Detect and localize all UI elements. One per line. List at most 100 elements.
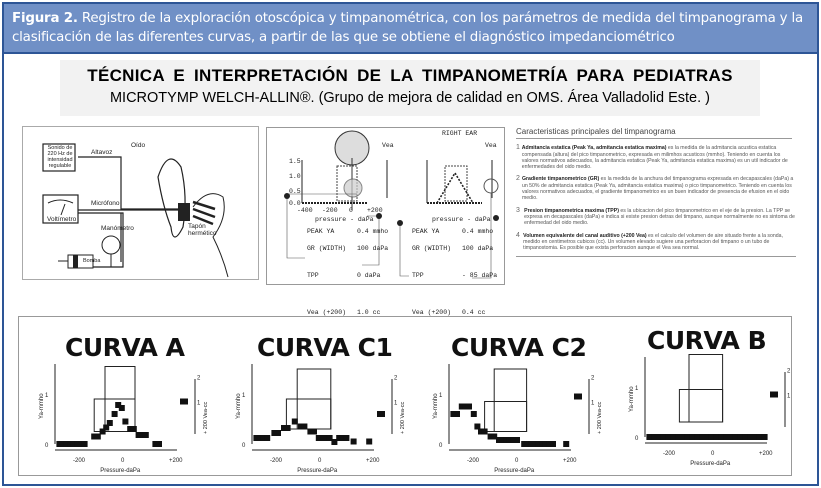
ytick-1: 1 — [45, 393, 49, 399]
data-point — [675, 434, 682, 440]
data-point — [127, 426, 134, 432]
marker-circles — [284, 193, 499, 226]
vea-tick-1: 1 — [394, 401, 398, 407]
data-point — [343, 435, 350, 441]
data-point — [718, 434, 725, 440]
ytick-0: 0 — [439, 443, 443, 449]
label-altavoz: Altavoz — [91, 149, 113, 156]
x-axis-label: Pressure-daPa — [690, 461, 731, 467]
data-point — [723, 434, 730, 440]
data-point — [474, 423, 481, 430]
data-point — [699, 434, 706, 440]
data-point — [742, 434, 749, 440]
data-point — [539, 441, 546, 447]
tall-box — [688, 354, 724, 423]
data-point — [74, 441, 81, 447]
data-point — [81, 441, 88, 447]
vea-tick-1: 1 — [591, 401, 595, 407]
label-tapon: Tapón hermético — [188, 223, 217, 237]
data-point — [528, 441, 535, 447]
data-point — [499, 437, 506, 443]
data-point — [503, 437, 510, 443]
readout-row: GR (WIDTH)100 daPa — [412, 245, 494, 252]
data-point — [291, 418, 298, 425]
data-point — [651, 434, 658, 440]
data-point — [56, 441, 63, 447]
data-point — [350, 438, 357, 445]
readout-row: TPP- 85 daPa — [412, 272, 498, 279]
data-point — [139, 432, 146, 438]
xtick: +200 — [366, 458, 380, 464]
data-point — [496, 437, 502, 443]
data-point — [103, 424, 110, 431]
data-point — [106, 420, 113, 426]
vea-tick-2: 2 — [197, 376, 201, 382]
data-point — [281, 425, 287, 431]
data-point — [135, 432, 142, 438]
data-point — [326, 435, 333, 441]
readout-row: GR (WIDTH)100 daPa — [307, 245, 389, 252]
data-point — [253, 435, 260, 441]
tall-box — [493, 368, 528, 432]
xtick: 0 — [318, 458, 322, 464]
data-point — [481, 428, 488, 435]
data-point — [458, 403, 465, 410]
data-point — [550, 441, 556, 447]
data-point — [271, 430, 278, 436]
apparatus-drawing — [42, 143, 229, 278]
xtick: 0 — [121, 458, 125, 464]
tympanogram-drawing — [284, 130, 499, 279]
characteristics-heading: Caracteristicas principales del timpanog… — [516, 127, 792, 140]
xtick: -400 — [297, 207, 313, 214]
vea-label-right: Vea — [485, 142, 497, 149]
data-point — [275, 430, 281, 436]
data-point — [311, 428, 317, 435]
data-point — [336, 435, 343, 441]
xtick: -200 — [270, 458, 283, 464]
data-point — [264, 435, 271, 441]
vea-tick-2: 2 — [394, 376, 398, 382]
data-point — [646, 434, 653, 440]
short-box — [678, 389, 724, 423]
label-microfono: Micrófono — [91, 200, 120, 207]
readout-row: Vea (+200)0.4 cc — [412, 309, 486, 316]
data-point — [323, 435, 329, 441]
xtick: +200 — [563, 458, 577, 464]
xtick: -200 — [322, 207, 338, 214]
x-axis-label: Pressure-daPa — [297, 468, 338, 474]
y-axis-label: Ya-mmho — [236, 393, 242, 419]
figure-caption: Figura 2. Registro de la exploración oto… — [4, 4, 817, 54]
data-point — [470, 411, 477, 417]
data-point — [462, 403, 469, 410]
vea-tick-2: 2 — [591, 376, 595, 382]
data-point — [680, 434, 686, 440]
label-oido: Oído — [131, 142, 146, 149]
vea-point — [574, 393, 582, 400]
xtick: -200 — [663, 451, 676, 457]
data-point — [737, 434, 744, 440]
data-point — [524, 441, 531, 447]
data-point — [156, 441, 162, 447]
data-point — [660, 434, 667, 440]
vea-axis-label: + 200 Vea-cc — [400, 401, 406, 434]
data-point — [752, 434, 758, 440]
data-point — [506, 437, 513, 443]
data-point — [130, 426, 137, 432]
pressure-label-left: pressure - daPa — [315, 216, 374, 223]
vea-point — [770, 391, 778, 398]
data-point — [756, 434, 763, 440]
data-point — [284, 425, 291, 431]
data-point — [63, 441, 70, 447]
short-box — [484, 401, 528, 432]
data-point — [454, 411, 460, 417]
data-point — [466, 403, 472, 410]
xtick: -200 — [73, 458, 86, 464]
curve-b-title: CURVA B — [647, 326, 767, 355]
apparatus-diagram: Oído Sonido de 220 Hz de intensidad regu… — [22, 126, 259, 280]
data-point — [546, 441, 553, 447]
